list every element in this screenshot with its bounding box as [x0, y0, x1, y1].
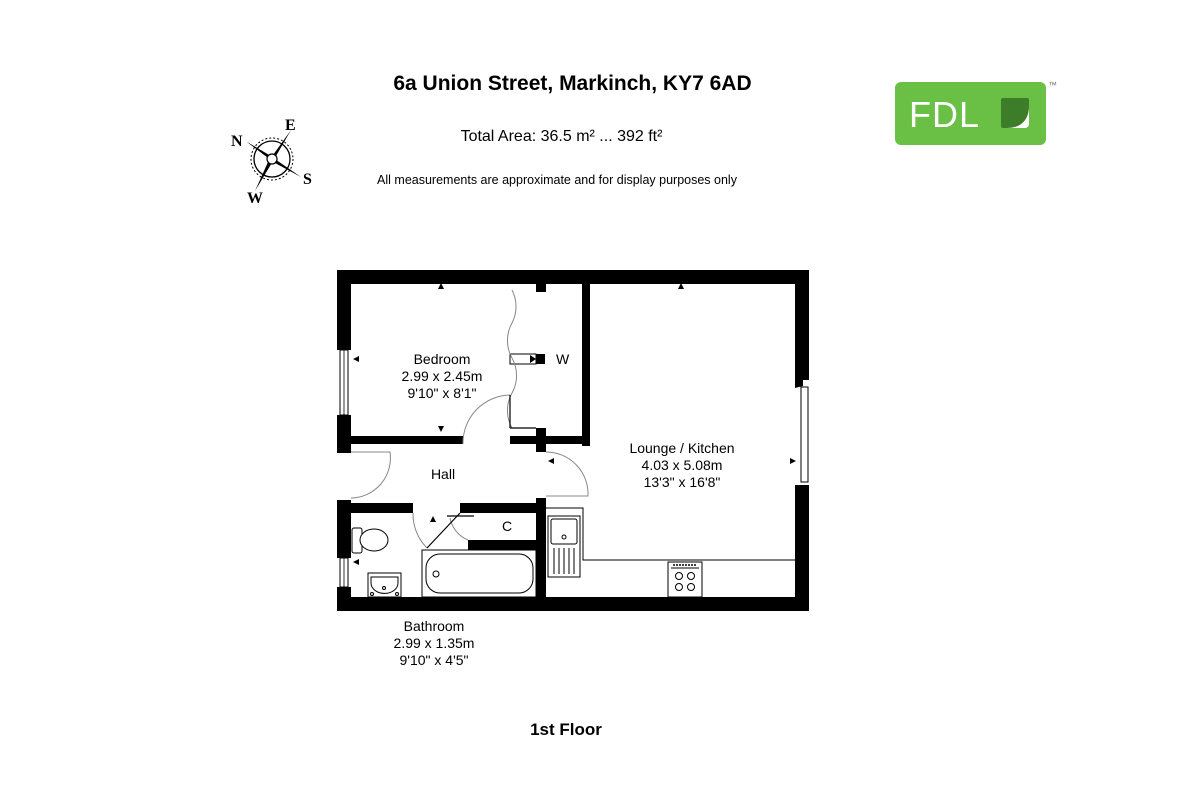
- room-name: Bedroom: [413, 351, 471, 367]
- room-bathroom: Bathroom 2.99 x 1.35m 9'10" x 4'5": [378, 618, 490, 669]
- floor-label: 1st Floor: [530, 720, 602, 739]
- room-metric: 2.99 x 1.35m: [393, 635, 475, 651]
- compass-s-label: S: [303, 171, 312, 188]
- hob-icon: [667, 561, 703, 598]
- room-imperial: 13'3" x 16'8": [643, 474, 721, 490]
- compass-n-label: N: [231, 133, 243, 150]
- disclaimer: All measurements are approximate and for…: [377, 173, 737, 187]
- sink-icon: [547, 515, 581, 578]
- room-bedroom: Bedroom 2.99 x 2.45m 9'10" x 8'1": [386, 351, 498, 402]
- wardrobe-tag: W: [556, 351, 570, 367]
- room-name: Lounge / Kitchen: [629, 440, 735, 456]
- cupboard-tag: C: [502, 518, 513, 534]
- compass-rose-icon: N E S W: [225, 115, 325, 210]
- room-name: Bathroom: [403, 618, 465, 634]
- leaf-icon: [1001, 98, 1029, 128]
- room-metric: 2.99 x 2.45m: [401, 368, 483, 384]
- room-name: Hall: [430, 466, 456, 482]
- toilet-icon: [351, 527, 389, 554]
- room-metric: 4.03 x 5.08m: [641, 457, 723, 473]
- bath-icon: [421, 549, 537, 598]
- fdl-logo: FDL: [895, 82, 1046, 145]
- compass-w-label: W: [247, 190, 263, 207]
- room-lounge-kitchen: Lounge / Kitchen 4.03 x 5.08m 13'3" x 16…: [610, 440, 754, 491]
- room-imperial: 9'10" x 4'5": [399, 652, 469, 668]
- room-hall: Hall: [413, 466, 473, 483]
- compass-e-label: E: [285, 117, 296, 134]
- logo-text: FDL: [909, 94, 981, 135]
- basin-icon: [367, 572, 402, 598]
- room-imperial: 9'10" x 8'1": [407, 385, 477, 401]
- property-address: 6a Union Street, Markinch, KY7 6AD: [393, 72, 752, 95]
- trademark-symbol: ™: [1048, 80, 1057, 90]
- total-area: Total Area: 36.5 m² ... 392 ft²: [460, 128, 663, 145]
